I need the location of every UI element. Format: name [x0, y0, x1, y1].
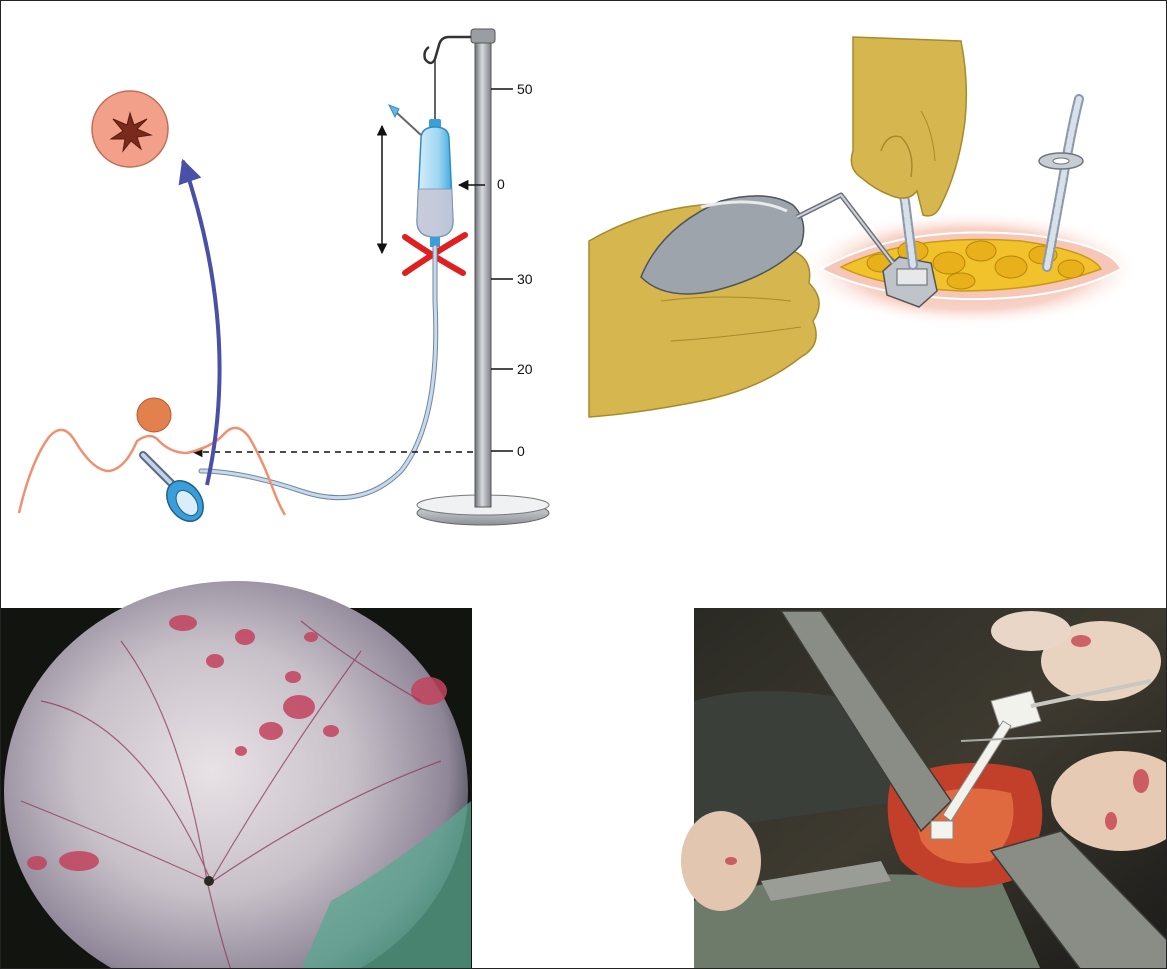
surgical-illustration — [589, 37, 1141, 417]
surgical-field-photo — [681, 608, 1167, 969]
endoscopic-view-photo — [1, 581, 472, 969]
patient-outline — [19, 428, 285, 515]
upper-gloved-hand — [851, 37, 966, 216]
tick-label-zero: 0 — [517, 443, 525, 459]
patient-head — [137, 398, 171, 432]
iv-pole — [475, 31, 491, 507]
hook — [425, 37, 472, 63]
tick-label-50: 50 — [517, 81, 533, 97]
water-level-label: 0 — [497, 176, 505, 192]
orifice-inset — [92, 91, 168, 167]
tick-label-30: 30 — [517, 271, 533, 287]
irrigation-bag — [389, 105, 453, 247]
tick-label-20: 20 — [517, 361, 533, 377]
view-arrow — [183, 161, 220, 485]
irrigation-diagram: 50 30 20 0 0 — [19, 29, 549, 528]
scale-ticks: 50 30 20 0 0 — [491, 81, 533, 459]
tubing — [201, 247, 436, 498]
speculum — [143, 455, 211, 528]
